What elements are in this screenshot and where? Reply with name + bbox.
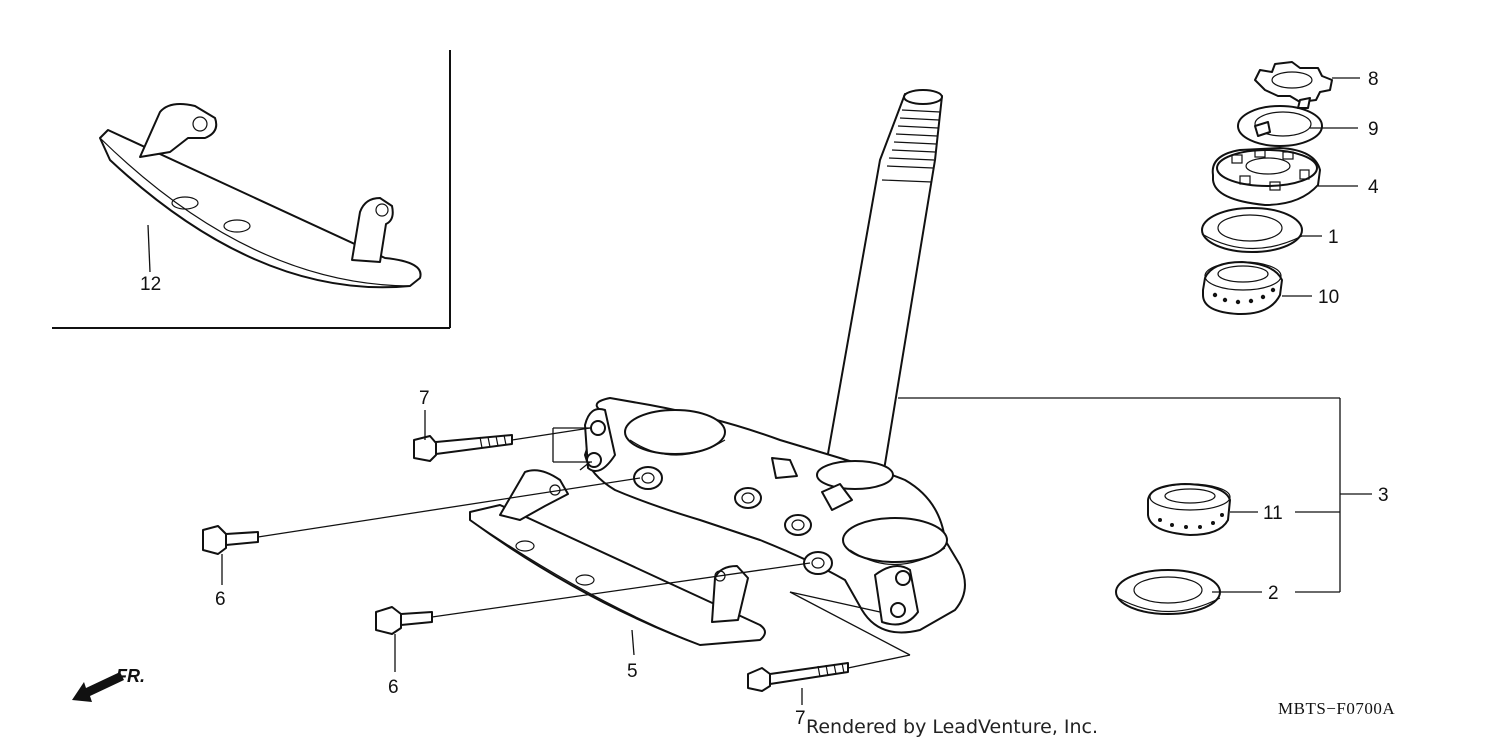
front-direction-arrow-icon (72, 672, 124, 702)
render-credit: Rendered by LeadVenture, Inc. (806, 716, 1099, 738)
part-4-adjusting-nut[interactable] (1211, 147, 1321, 206)
label-part-10: 10 (1318, 287, 1339, 308)
part-6-left-bolt[interactable] (202, 525, 259, 555)
label-part-3: 3 (1378, 485, 1389, 506)
direction-marker-label: FR. (116, 666, 145, 686)
label-part-5: 5 (627, 661, 638, 682)
part-11-lower-bearing[interactable] (1147, 483, 1231, 536)
part-1-bearing-race[interactable] (1201, 207, 1303, 253)
bolt-alignment-lines (257, 427, 911, 669)
label-part-9: 9 (1368, 119, 1379, 140)
part-10-bearing[interactable] (1202, 261, 1283, 316)
label-part-8: 8 (1368, 69, 1379, 90)
part-5-skid-plate[interactable] (469, 469, 766, 646)
leader-lines (221, 77, 1372, 705)
label-part-12: 12 (140, 274, 161, 295)
label-part-1: 1 (1328, 227, 1339, 248)
part-7-lower-bolt[interactable] (747, 662, 849, 692)
part-2-dust-seal[interactable] (1115, 569, 1221, 615)
part-12-skid-plate-inset[interactable] (99, 103, 422, 289)
part-8-lock-nut[interactable] (1254, 61, 1333, 103)
label-part-7-lower: 7 (795, 708, 806, 729)
label-part-6-lower: 6 (388, 677, 399, 698)
part-7-upper-bolt[interactable] (413, 434, 513, 462)
label-part-4: 4 (1368, 177, 1379, 198)
diagram-code: MBTS−F0700A (1278, 699, 1395, 718)
label-part-2: 2 (1268, 583, 1279, 604)
part-6-lower-bolt[interactable] (375, 606, 433, 635)
part-9-lock-washer[interactable] (1237, 97, 1323, 147)
part-3-steering-stem[interactable] (584, 89, 966, 634)
inset-frame (52, 50, 451, 329)
label-part-11: 11 (1263, 503, 1283, 524)
label-part-7-upper: 7 (419, 388, 430, 409)
label-part-6-left: 6 (215, 589, 226, 610)
